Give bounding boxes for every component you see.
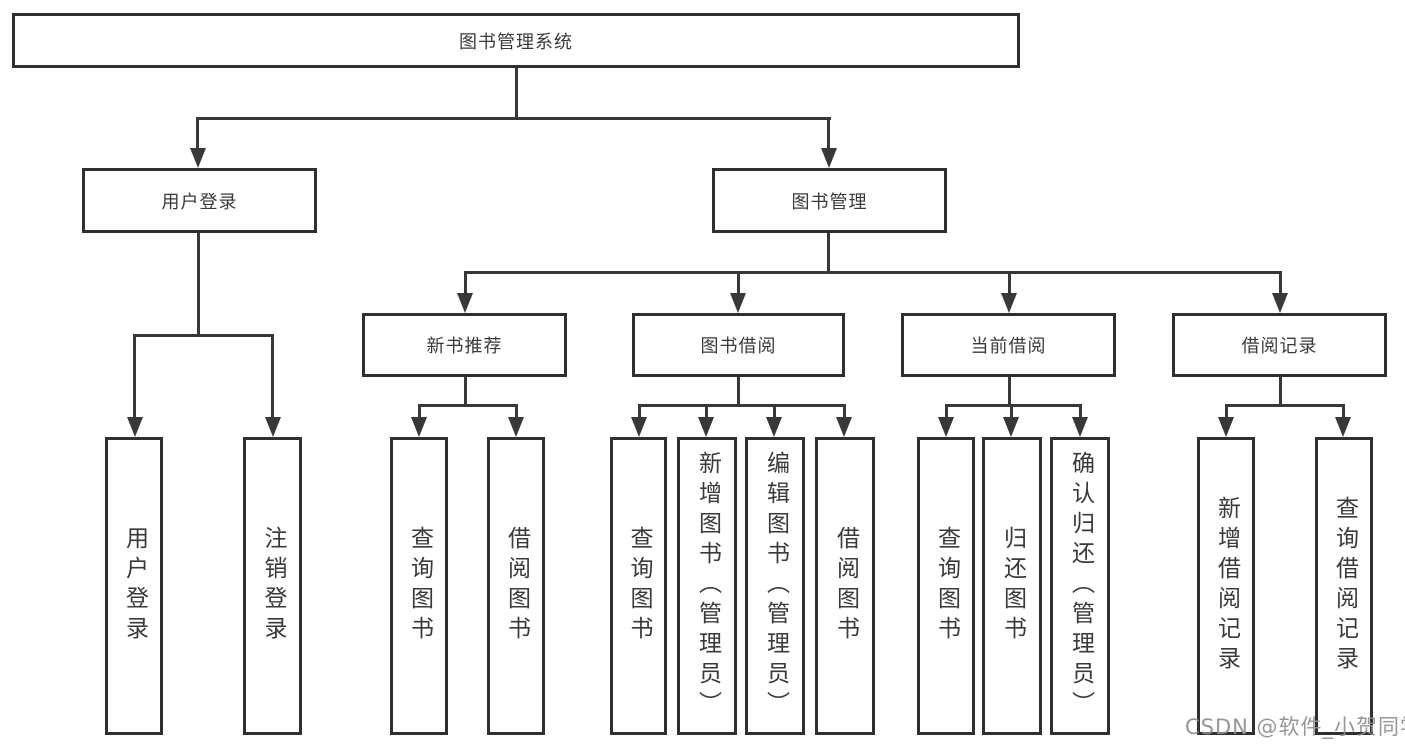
arrow-down [730, 293, 746, 313]
arrow-down [836, 417, 852, 437]
connector-line [464, 271, 1282, 274]
arrow-down [1218, 417, 1234, 437]
arrow-down [938, 417, 954, 437]
connector-line [464, 377, 467, 406]
node-label: 用户登录 [161, 191, 238, 213]
node-book-borrowing: 图书借阅 [632, 313, 845, 377]
node-label: 新书推荐 [426, 336, 503, 357]
node-query-books-current: 查询图书 [917, 437, 975, 735]
connector-line [196, 120, 199, 150]
node-borrowing-records: 借阅记录 [1172, 313, 1387, 377]
connector-line [1008, 377, 1011, 406]
connector-line [515, 407, 518, 419]
arrow-down [698, 417, 714, 437]
arrow-down [1003, 417, 1019, 437]
node-label: 归还图书 [999, 526, 1026, 646]
node-add-books-admin: 新增图书（管理员） [677, 437, 737, 735]
connector-line [945, 407, 948, 419]
node-label: 查询图书 [406, 526, 433, 646]
arrow-down [411, 417, 427, 437]
connector-line [1079, 407, 1082, 419]
arrow-down [1072, 417, 1088, 437]
node-label: 新增借阅记录 [1213, 496, 1240, 676]
node-label: 图书管理 [791, 191, 868, 213]
connector-line [1279, 274, 1282, 296]
node-label: 新增图书（管理员） [694, 451, 721, 721]
node-borrow-books-borrowing: 借阅图书 [815, 437, 875, 735]
node-confirm-return-admin: 确认归还（管理员） [1050, 437, 1110, 735]
node-label: 图书借阅 [700, 336, 777, 357]
connector-line [418, 404, 518, 407]
connector-line [638, 407, 641, 419]
connector-line [705, 407, 708, 419]
connector-line [737, 274, 740, 296]
node-query-borrow-record: 查询借阅记录 [1315, 437, 1373, 735]
connector-line [271, 337, 274, 419]
arrow-down [821, 148, 837, 168]
node-add-borrow-record: 新增借阅记录 [1197, 437, 1255, 735]
node-user-login: 用户登录 [82, 168, 317, 233]
node-borrow-books-recommend: 借阅图书 [487, 437, 545, 735]
arrow-down [508, 417, 524, 437]
node-label: 编辑图书（管理员） [762, 451, 789, 721]
connector-line [1010, 407, 1013, 419]
node-label: 查询借阅记录 [1331, 496, 1358, 676]
node-new-book-recommendation: 新书推荐 [362, 313, 567, 377]
connector-line [133, 334, 274, 337]
node-label: 查询图书 [626, 526, 652, 646]
node-edit-books-admin: 编辑图书（管理员） [745, 437, 805, 735]
node-return-books: 归还图书 [982, 437, 1042, 735]
node-label: 借阅图书 [832, 526, 859, 646]
node-label: 注销登录 [260, 526, 286, 646]
node-label: 确认归还（管理员） [1067, 451, 1094, 721]
node-book-management: 图书管理 [712, 168, 947, 233]
arrow-down [631, 417, 647, 437]
connector-line [196, 117, 831, 120]
connector-line [827, 233, 830, 273]
connector-line [737, 377, 740, 406]
arrow-down [1001, 293, 1017, 313]
connector-line [1008, 274, 1011, 296]
arrow-down [1272, 293, 1288, 313]
node-user-login-leaf: 用户登录 [105, 437, 163, 735]
connector-line [827, 120, 830, 150]
connector-line [945, 404, 1082, 407]
node-label: 图书管理系统 [459, 31, 573, 53]
arrow-down [457, 293, 473, 313]
node-current-borrowing: 当前借阅 [901, 313, 1116, 377]
node-label: 借阅图书 [503, 526, 530, 646]
connector-line [843, 407, 846, 419]
connector-line [1225, 404, 1345, 407]
node-query-books-borrowing: 查询图书 [610, 437, 667, 735]
connector-line [1342, 407, 1345, 419]
arrow-down [265, 417, 281, 437]
node-label: 借阅记录 [1241, 336, 1318, 357]
connector-line [197, 233, 200, 335]
arrow-down [1335, 417, 1351, 437]
connector-line [773, 407, 776, 419]
node-label: 用户登录 [121, 526, 148, 646]
node-label: 查询图书 [933, 526, 960, 646]
connector-line [464, 274, 467, 296]
csdn-watermark: CSDN @软件_小贺同学 [1185, 715, 1405, 739]
arrow-down [190, 148, 206, 168]
connector-line [1225, 407, 1228, 419]
connector-line [638, 404, 846, 407]
connector-line [133, 337, 136, 419]
node-label: 当前借阅 [970, 336, 1047, 357]
node-query-books-recommend: 查询图书 [390, 437, 448, 735]
node-library-management-system: 图书管理系统 [12, 13, 1020, 68]
connector-line [1279, 377, 1282, 406]
arrow-down [127, 417, 143, 437]
connector-line [418, 407, 421, 419]
connector-line [515, 68, 518, 118]
arrow-down [766, 417, 782, 437]
node-logout: 注销登录 [243, 437, 302, 735]
